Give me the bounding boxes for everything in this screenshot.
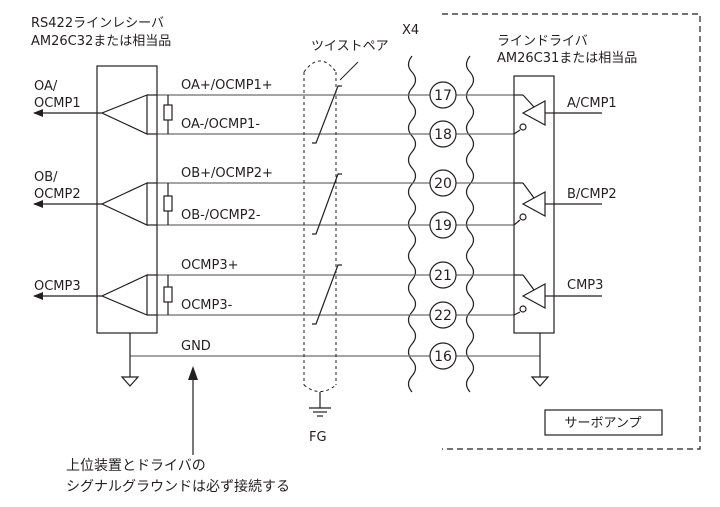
note-arrow [188, 366, 198, 455]
pin-19: 19 [429, 211, 457, 239]
driver-signal-b: B/CMP2 [567, 187, 617, 202]
driver-title-line1: ラインドライバ [497, 34, 588, 49]
driver-signal-cmp3: CMP3 [567, 278, 603, 293]
connector-x4 [407, 55, 475, 393]
driver-input-lines [554, 112, 602, 297]
svg-text:19: 19 [434, 218, 452, 234]
servo-amp-label-box: サーボアンプ [544, 409, 663, 436]
fg-label: FG [309, 430, 327, 445]
signal-wires [130, 94, 540, 357]
receiver-title-line2: AM26C32または相当品 [31, 34, 171, 49]
pin-16: 16 [429, 342, 457, 370]
svg-text:20: 20 [434, 176, 452, 192]
svg-text:17: 17 [434, 88, 452, 104]
pin-20: 20 [429, 169, 457, 197]
svg-text:16: 16 [434, 349, 452, 365]
twisted-pair-label: ツイストペア [311, 39, 389, 54]
connector-label: X4 [402, 23, 419, 38]
wire-label-ob-minus: OB-/OCMP2- [181, 208, 261, 223]
note-line1: 上位装置とドライバの [66, 458, 206, 474]
wire-label-ocmp3-minus: OCMP3- [181, 298, 233, 313]
pin-17: 17 [429, 81, 457, 109]
wire-label-oa-plus: OA+/OCMP1+ [181, 78, 273, 93]
line-driver-block [513, 75, 555, 387]
servo-amp-label: サーボアンプ [564, 416, 641, 431]
output-oa-line1: OA/ [34, 79, 58, 94]
driver-signal-a: A/CMP1 [567, 96, 617, 111]
output-ob-line2: OCMP2 [34, 187, 81, 202]
output-oa-line2: OCMP1 [34, 96, 81, 111]
driver-title-line2: AM26C31または相当品 [497, 51, 637, 66]
ground-connection-note: 上位装置とドライバの シグナルグラウンドは必ず接続する [66, 456, 290, 498]
receiver-title-line1: RS422ラインレシーバ [31, 16, 164, 31]
output-ocmp3: OCMP3 [34, 279, 81, 294]
pin-22: 22 [429, 301, 457, 329]
svg-text:21: 21 [434, 268, 452, 284]
output-ob-line1: OB/ [34, 170, 58, 185]
svg-text:22: 22 [434, 308, 452, 324]
note-line2: シグナルグラウンドは必ず接続する [66, 479, 290, 495]
wire-label-ob-plus: OB+/OCMP2+ [181, 166, 273, 181]
pin-18: 18 [429, 120, 457, 148]
wire-label-oa-minus: OA-/OCMP1- [181, 117, 260, 132]
twisted-pair-shield [303, 60, 359, 417]
pin-21: 21 [429, 261, 457, 289]
line-receiver-block [96, 65, 173, 387]
receiver-outputs [33, 109, 102, 300]
servo-amp-boundary [442, 13, 701, 450]
wire-label-gnd: GND [181, 339, 211, 354]
wire-label-ocmp3-plus: OCMP3+ [181, 258, 239, 273]
svg-text:18: 18 [434, 127, 452, 143]
